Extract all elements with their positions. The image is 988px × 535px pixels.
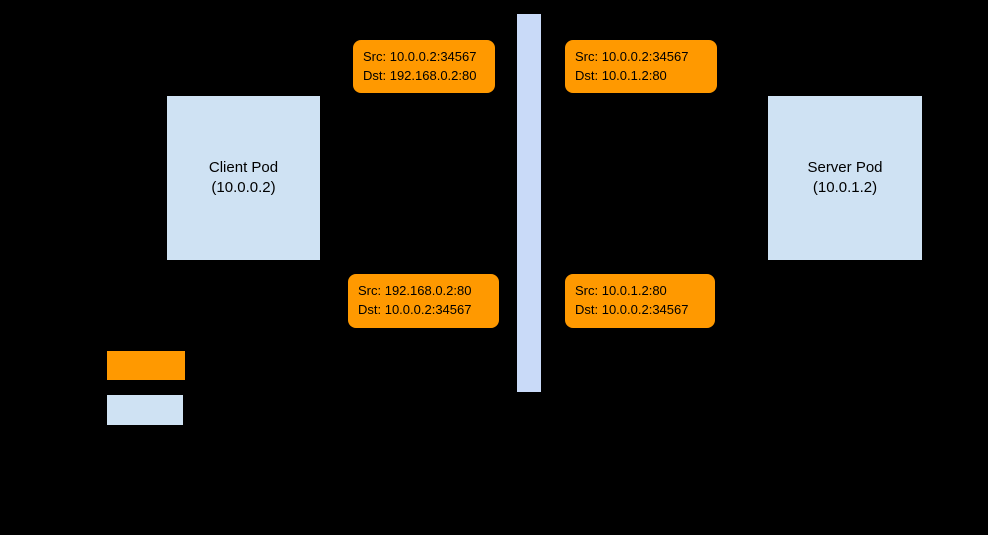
nat-boundary-bar	[517, 14, 541, 392]
packet-dst: Dst: 10.0.0.2:34567	[358, 302, 472, 317]
packet-src: Src: 10.0.0.2:34567	[575, 48, 689, 64]
server-pod-ip: (10.0.1.2)	[812, 179, 878, 196]
packet-src: Src: 10.0.1.2:80	[575, 283, 667, 299]
packet-src: Src: 10.0.0.2:34567	[363, 48, 477, 64]
packet-dst: Dst: 10.0.0.2:34567	[575, 302, 689, 317]
packet-src: Src: 192.168.0.2:80	[358, 283, 472, 299]
legend-packet-swatch	[107, 351, 185, 380]
server-pod-title: Server Pod	[807, 158, 883, 176]
packet-dst: Dst: 192.168.0.2:80	[363, 67, 477, 83]
packet-label-top-left: Src: 10.0.0.2:34567 Dst: 192.168.0.2:80	[353, 40, 495, 93]
client-pod-ip: (10.0.0.2)	[211, 179, 276, 196]
client-pod-box: Client Pod (10.0.0.2)	[167, 96, 320, 260]
client-pod-title: Client Pod	[208, 158, 279, 176]
packet-label-bottom-right: Src: 10.0.1.2:80 Dst: 10.0.0.2:34567	[565, 274, 715, 328]
packet-label-bottom-left: Src: 192.168.0.2:80 Dst: 10.0.0.2:34567	[348, 274, 499, 328]
packet-dst: Dst: 10.0.1.2:80	[575, 67, 667, 83]
server-pod-box: Server Pod (10.0.1.2)	[768, 96, 922, 260]
legend-pod-swatch	[107, 395, 183, 425]
packet-label-top-right: Src: 10.0.0.2:34567 Dst: 10.0.1.2:80	[565, 40, 717, 93]
